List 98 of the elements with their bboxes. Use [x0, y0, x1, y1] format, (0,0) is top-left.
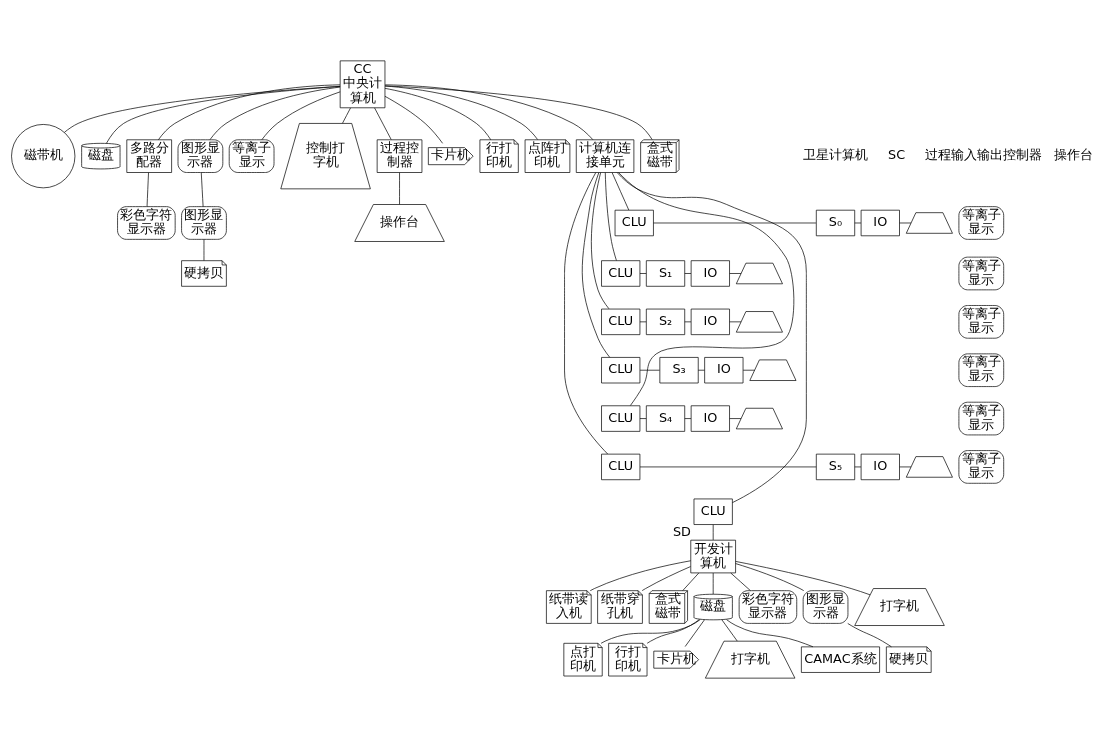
- node-box: S₃: [659, 356, 699, 383]
- node-box: 图形显示器: [177, 138, 224, 173]
- node-box: 等离子显示: [958, 449, 1005, 484]
- node-box: S₂: [645, 308, 686, 335]
- label: 操作台: [1053, 146, 1093, 162]
- connector: [742, 369, 755, 371]
- connector: [639, 417, 647, 419]
- node-box: [735, 407, 783, 429]
- node-box: IO: [690, 259, 730, 287]
- node-box: [905, 455, 953, 478]
- node-box: CAMAC系统: [801, 646, 880, 673]
- node-box: 彩色字符显示器: [117, 205, 176, 240]
- node-box: S₅: [815, 453, 856, 480]
- connector: [581, 171, 611, 358]
- label: 卫星计算机: [803, 146, 868, 162]
- connector: [721, 619, 738, 641]
- node-box: 图形显示器: [802, 589, 849, 624]
- connector: [729, 417, 742, 419]
- node-box: [749, 359, 797, 381]
- node-box: 等离子显示: [958, 205, 1005, 240]
- node-box: IO: [690, 308, 730, 335]
- node-box: 等离子显示: [958, 256, 1005, 290]
- connector: [641, 565, 691, 591]
- connector: [653, 222, 817, 223]
- connector: [616, 171, 807, 503]
- connector: [611, 171, 630, 210]
- connector: [564, 171, 609, 454]
- node-label: SD: [672, 523, 691, 539]
- connector: [697, 369, 705, 371]
- node-box: IO: [860, 453, 900, 480]
- connector: [735, 562, 805, 591]
- node-box: 彩色字符显示器: [738, 589, 798, 624]
- node-box: IO: [860, 209, 900, 236]
- node-box: [905, 211, 953, 234]
- node-box: IO: [690, 404, 730, 432]
- connector: [384, 83, 594, 140]
- connector: [384, 85, 653, 140]
- connector: [374, 107, 392, 140]
- node-box: IO: [704, 356, 744, 383]
- node-box: CLU: [601, 356, 641, 383]
- label: 过程输入输出控制器: [924, 146, 1042, 162]
- connector: [209, 86, 341, 140]
- node-box: 开发计算机: [690, 539, 736, 573]
- connector: [726, 618, 814, 647]
- connector: [684, 417, 692, 419]
- node-box: CLU: [614, 209, 654, 236]
- node-box: 多路分配器: [126, 138, 172, 173]
- connector: [847, 622, 892, 647]
- connector: [591, 171, 610, 309]
- node-box: S₁: [645, 259, 686, 287]
- node-box: CLU: [601, 259, 641, 287]
- connector: [261, 90, 341, 140]
- connector: [730, 572, 751, 591]
- connector: [203, 238, 205, 261]
- connector: [639, 466, 817, 467]
- connector: [682, 572, 700, 591]
- connector: [399, 171, 400, 205]
- connector: [639, 369, 660, 371]
- connector: [735, 560, 871, 595]
- node-box: S₄: [645, 404, 686, 432]
- connector: [146, 171, 149, 207]
- node-box: S₀: [815, 209, 856, 236]
- node-box: CLU: [601, 453, 641, 480]
- connector: [200, 171, 204, 207]
- connector: [729, 321, 742, 322]
- node-box: CLU: [693, 498, 733, 525]
- connector: [684, 272, 692, 274]
- node-box: 等离子显示: [958, 401, 1005, 435]
- connector: [729, 272, 742, 274]
- node-circle: 磁带机: [11, 123, 76, 188]
- connector: [342, 107, 351, 124]
- connector: [646, 618, 700, 644]
- connector: [600, 618, 701, 644]
- node-box: CC 中央计算机: [339, 60, 386, 108]
- connector: [618, 171, 795, 406]
- connector: [384, 87, 492, 140]
- connector: [384, 85, 538, 140]
- node-box: 过程控制器: [376, 138, 423, 173]
- connector: [604, 171, 617, 261]
- connector: [589, 559, 692, 591]
- connector: [899, 466, 912, 467]
- connector: [158, 83, 341, 140]
- connector: [899, 222, 912, 223]
- node-box: [735, 262, 783, 284]
- node-box: 等离子显示: [228, 138, 275, 173]
- connector: [384, 95, 443, 144]
- node-box: 图形显示器: [181, 205, 227, 240]
- connector: [106, 85, 341, 144]
- connector: [639, 272, 647, 274]
- node-box: CLU: [601, 404, 641, 432]
- label: SC: [888, 146, 906, 162]
- node-box: 等离子显示: [958, 304, 1005, 339]
- node-box: [735, 310, 783, 332]
- node-box: 计算机连接单元: [575, 138, 635, 173]
- connector: [684, 619, 705, 647]
- node-box: CLU: [601, 308, 641, 335]
- node-box: 等离子显示: [958, 353, 1005, 387]
- connector: [712, 523, 714, 540]
